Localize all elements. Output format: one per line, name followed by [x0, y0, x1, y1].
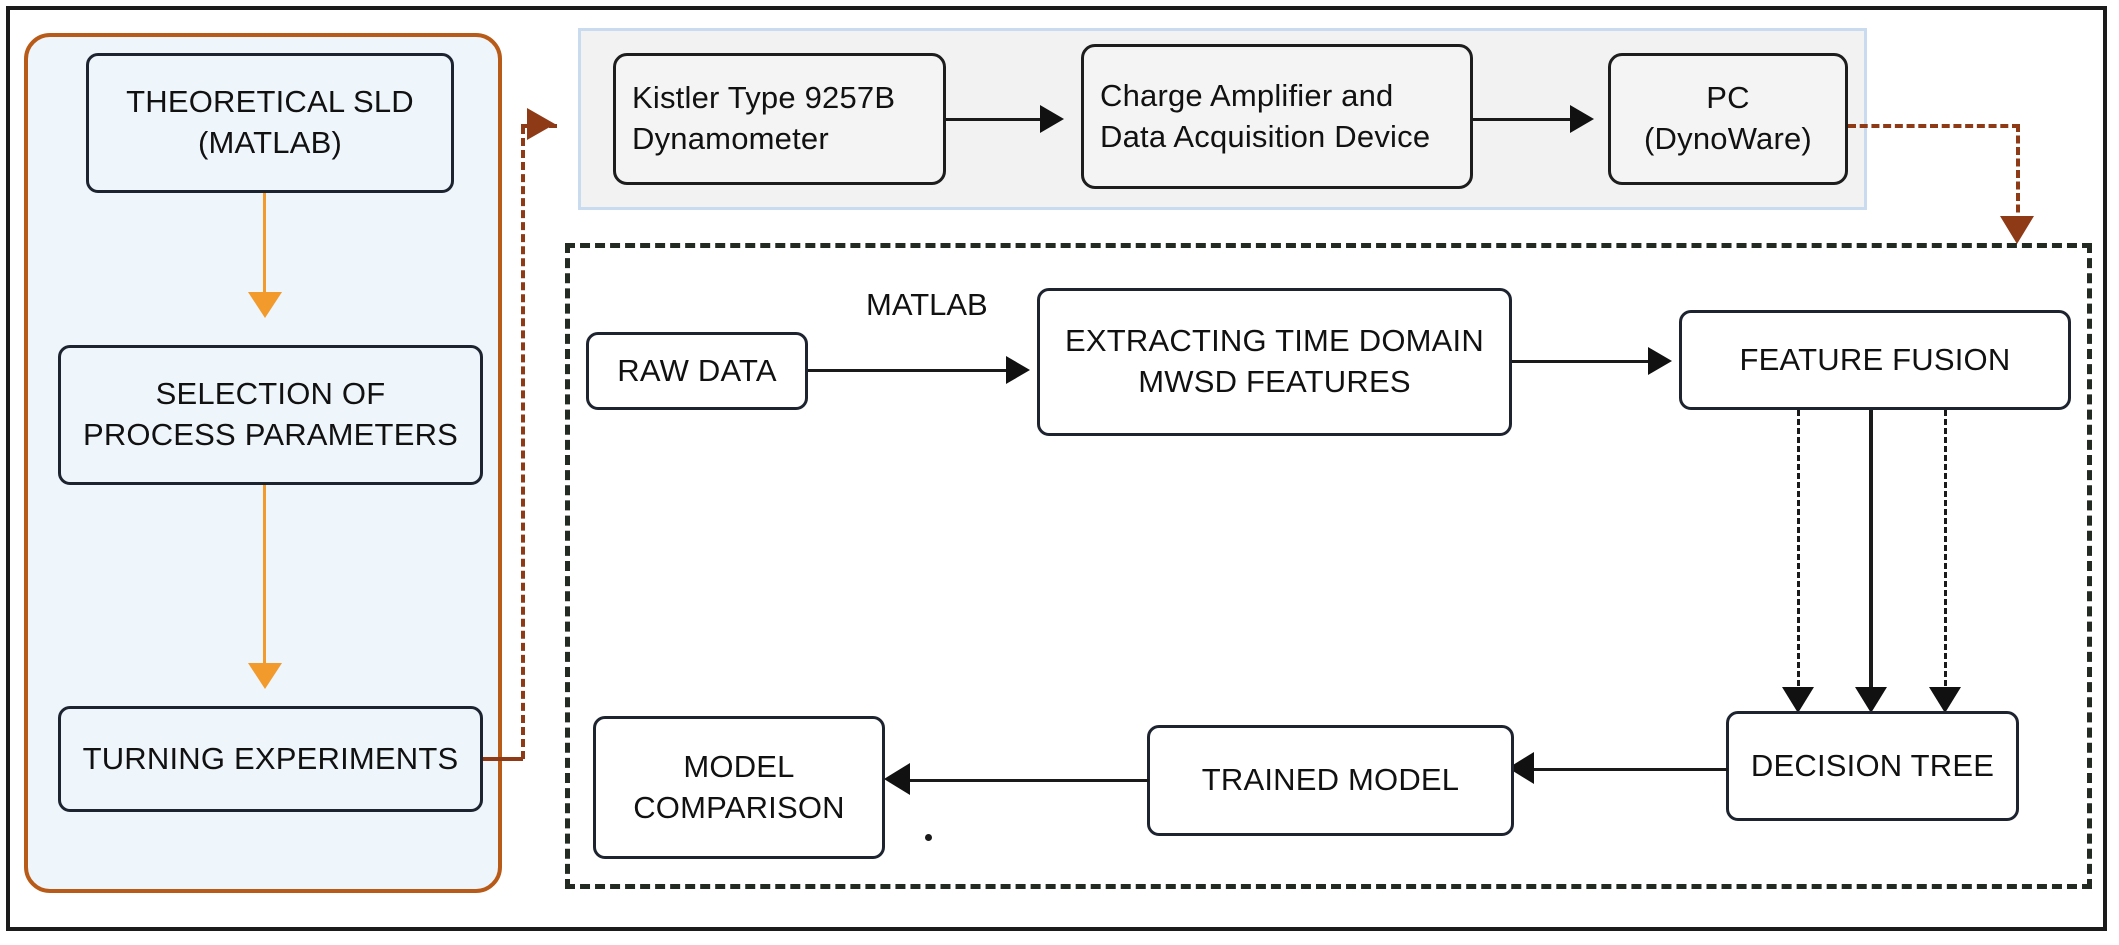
connector-turning-to-feedback [483, 757, 523, 761]
arrowhead-trained-model-to-comparison [884, 763, 910, 795]
node-extracting-line1: EXTRACTING TIME DOMAIN [1065, 323, 1484, 359]
connector-tree-to-trained-model [1516, 768, 1728, 771]
node-amplifier-line2: Data Acquisition Device [1100, 118, 1431, 154]
arrowhead-fusion-to-tree-left [1782, 687, 1814, 713]
connector-sld-to-params [263, 193, 266, 301]
node-model-comparison-line1: MODEL [683, 748, 795, 784]
node-raw-data[interactable]: RAW DATA [586, 332, 808, 410]
node-theoretical-sld-line1: THEORETICAL SLD [126, 84, 414, 120]
pc-to-ml-dashed-horizontal [1848, 124, 2020, 128]
node-pc-line2: (DynoWare) [1644, 121, 1812, 156]
arrowhead-extracting-to-fusion [1648, 347, 1672, 375]
connector-trained-model-to-comparison [895, 779, 1149, 782]
node-theoretical-sld[interactable]: THEORETICAL SLD (MATLAB) [86, 53, 454, 193]
node-model-comparison[interactable]: MODEL COMPARISON [593, 716, 885, 859]
connector-fusion-to-tree-right-dashed [1944, 410, 1947, 695]
machine-learning-region [565, 243, 2092, 889]
node-decision-tree[interactable]: DECISION TREE [1726, 711, 2019, 821]
node-charge-amplifier-daq[interactable]: Charge Amplifier and Data Acquisition De… [1081, 44, 1473, 189]
connector-rawdata-to-extracting [808, 369, 1020, 372]
node-selection-line2: PROCESS PARAMETERS [82, 417, 459, 452]
node-turning-experiments-label: TURNING EXPERIMENTS [82, 740, 459, 776]
arrowhead-dynamometer-to-amplifier [1040, 105, 1064, 133]
arrowhead-amplifier-to-pc [1570, 105, 1594, 133]
node-pc-line1: PC [1706, 80, 1750, 116]
node-theoretical-sld-line2: (MATLAB) [198, 125, 342, 160]
node-amplifier-line1: Charge Amplifier and [1100, 77, 1394, 113]
arrowhead-rawdata-to-extracting [1006, 356, 1030, 384]
node-extracting-features[interactable]: EXTRACTING TIME DOMAIN MWSD FEATURES [1037, 288, 1512, 436]
arrowhead-feedback-to-dynamometer [527, 108, 555, 140]
connector-fusion-to-tree-center-solid [1869, 410, 1873, 695]
node-trained-model[interactable]: TRAINED MODEL [1147, 725, 1514, 836]
edge-label-matlab: MATLAB [866, 287, 988, 322]
connector-extracting-to-fusion [1512, 360, 1662, 363]
node-decision-tree-label: DECISION TREE [1750, 747, 1995, 783]
arrowhead-fusion-to-tree-right [1929, 687, 1961, 713]
arrowhead-pc-to-ml-region [2000, 216, 2034, 244]
pc-to-ml-dashed-vertical [2016, 124, 2020, 224]
node-feature-fusion[interactable]: FEATURE FUSION [1679, 310, 2071, 410]
node-model-comparison-line2: COMPARISON [633, 789, 845, 825]
node-turning-experiments[interactable]: TURNING EXPERIMENTS [58, 706, 483, 812]
connector-dynamometer-to-amplifier [946, 118, 1054, 121]
connector-params-to-turning [263, 485, 266, 674]
arrowhead-sld-to-params [248, 292, 282, 318]
stray-dot-mark [925, 834, 932, 841]
arrowhead-params-to-turning [248, 663, 282, 689]
node-extracting-line2: MWSD FEATURES [1138, 364, 1411, 399]
feedback-dashed-line-vertical [521, 126, 525, 759]
node-feature-fusion-label: FEATURE FUSION [1739, 341, 2011, 377]
node-selection-of-process-parameters[interactable]: SELECTION OF PROCESS PARAMETERS [58, 345, 483, 485]
node-kistler-dynamometer[interactable]: Kistler Type 9257B Dynamometer [613, 53, 946, 185]
node-trained-model-label: TRAINED MODEL [1201, 762, 1460, 798]
node-selection-line1: SELECTION OF [155, 376, 386, 412]
node-kistler-line2: Dynamometer [632, 121, 829, 156]
arrowhead-fusion-to-tree-center [1855, 687, 1887, 713]
connector-amplifier-to-pc [1473, 118, 1583, 121]
node-pc-dynoware[interactable]: PC (DynoWare) [1608, 53, 1848, 185]
node-kistler-line1: Kistler Type 9257B [632, 80, 896, 116]
node-raw-data-label: RAW DATA [617, 352, 777, 388]
connector-fusion-to-tree-left-dashed [1797, 410, 1800, 695]
